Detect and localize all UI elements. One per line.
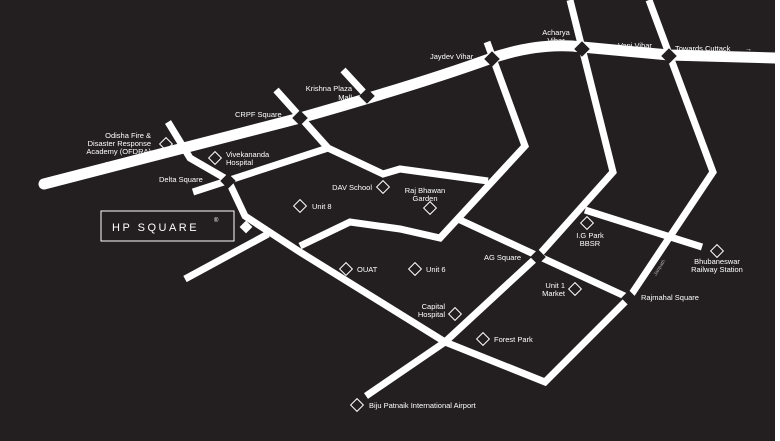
label-jaydev-vihar: Jaydev Vihar <box>430 52 474 61</box>
label-airport: Biju Patnaik International Airport <box>369 401 477 410</box>
diamond-icon <box>422 200 438 216</box>
label-dav-school: DAV School <box>332 183 372 192</box>
junction-icon <box>530 249 546 265</box>
junction-icon <box>574 41 590 57</box>
label-ouat: OUAT <box>357 265 378 274</box>
junction-icon <box>484 51 500 67</box>
junction-markers <box>220 41 677 306</box>
diamond-icon <box>338 261 354 277</box>
brand-mark: ® <box>214 217 219 224</box>
label-delta-square: Delta Square <box>159 175 203 184</box>
label-unit-6: Unit 6 <box>426 265 446 274</box>
junction-icon <box>292 110 308 126</box>
direction-east: Towards Cuttack <box>675 44 731 53</box>
brand-name: HP SQUARE <box>112 222 199 234</box>
road-krishna <box>340 67 370 99</box>
road-vivekananda <box>191 144 330 196</box>
junction-icon <box>220 173 236 189</box>
arrow-right-icon: → <box>745 46 752 53</box>
label-ag-square: AG Square <box>484 253 521 262</box>
road-jaydev <box>298 40 530 250</box>
brand-frame <box>100 210 235 242</box>
diamond-icon <box>158 136 174 152</box>
diamond-icon <box>292 198 308 214</box>
diamond-icon <box>407 261 423 277</box>
road-hp <box>183 230 270 283</box>
diamond-icon <box>579 215 595 231</box>
junction-icon <box>359 88 375 104</box>
label-crpf-square: CRPF Square <box>235 110 282 119</box>
arrow-left-icon: ← <box>41 179 50 188</box>
diamond-icon <box>349 397 365 413</box>
label-unit-8: Unit 8 <box>312 202 332 211</box>
label-rajmahal-square: Rajmahal Square <box>641 293 699 302</box>
label-vani-vihar: Vani Vihar <box>618 41 652 50</box>
diamond-icon <box>567 281 583 297</box>
road-railway <box>583 206 704 251</box>
diamond-icon <box>447 306 463 322</box>
diamond-icon <box>375 179 391 195</box>
brand-box: HP SQUARE ® <box>100 210 235 242</box>
junction-icon <box>621 290 637 306</box>
diamond-icon <box>709 243 725 259</box>
label-forest-park: Forest Park <box>494 335 533 344</box>
road-crpf <box>273 87 489 185</box>
diamond-icon <box>207 150 223 166</box>
poi-markers <box>158 136 725 413</box>
diamond-icon <box>475 331 491 347</box>
hp-square-location-icon <box>239 220 253 234</box>
junction-icon <box>661 48 677 64</box>
road-nh16 <box>38 40 780 190</box>
road-label-nh16: NH 16 <box>383 86 402 97</box>
